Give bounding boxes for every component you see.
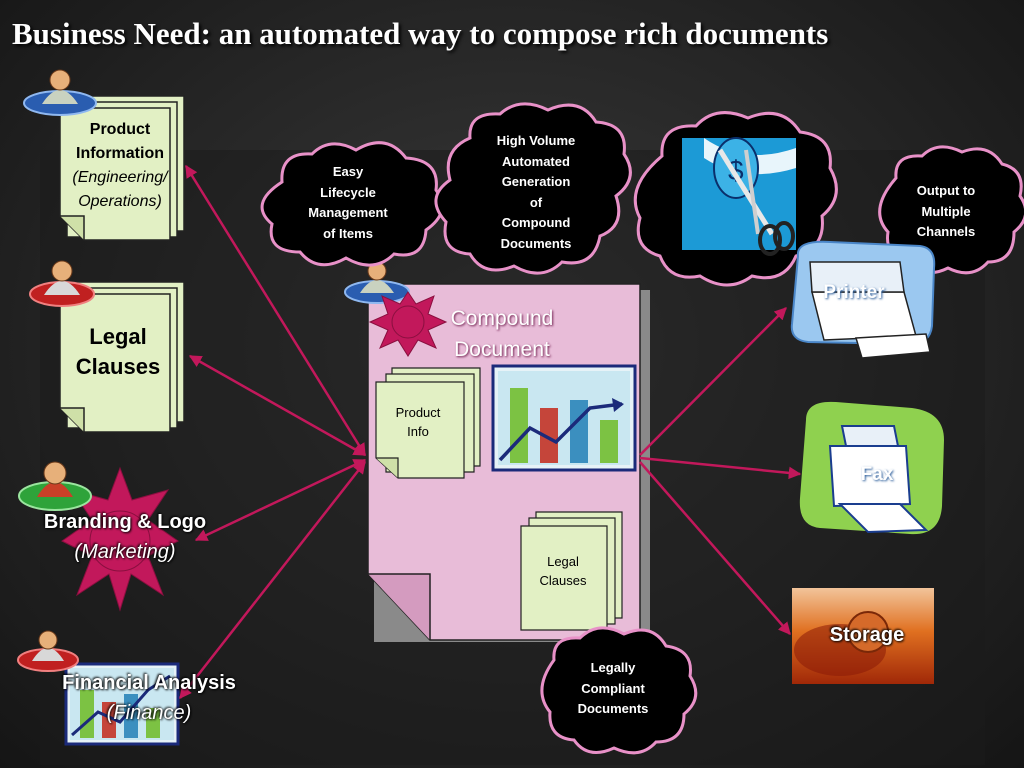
person-icon-product [23, 69, 97, 116]
output-line3: Channels [916, 224, 976, 239]
output-line1: Output to [916, 183, 976, 198]
mini-legal-label: Legal Clauses [522, 552, 604, 590]
legal-note[interactable] [59, 281, 185, 433]
product-info-mini-note[interactable] [375, 367, 481, 479]
product-info-line4: Operations) [78, 193, 162, 210]
cloud-high-volume-label: High Volume Automated Generation of Comp… [476, 131, 596, 255]
legally-line2: Compliant [581, 680, 645, 696]
lifecycle-line4: of Items [323, 225, 373, 241]
person-icon-legal [29, 260, 95, 307]
mini-product-info-label: Product Info [380, 403, 456, 441]
product-info-line1: Product [89, 121, 151, 138]
high-volume-line3: Generation [501, 174, 571, 190]
cloud-high-volume [434, 102, 632, 275]
high-volume-line2: Automated [502, 153, 570, 169]
high-volume-line6: Documents [500, 235, 572, 251]
cloud-lifecycle-label: Easy Lifecycle Management of Items [290, 162, 406, 244]
mini-product-line1: Product [395, 405, 441, 420]
high-volume-line1: High Volume [496, 133, 576, 148]
fax-icon[interactable] [799, 401, 944, 535]
storage-icon[interactable] [792, 588, 934, 684]
connector-arrows [179, 164, 802, 699]
mini-legal-line1: Legal [547, 554, 579, 569]
compound-label-line2: Document [454, 338, 550, 361]
lifecycle-line1: Easy [332, 164, 364, 179]
mini-legal-line2: Clauses [539, 573, 587, 588]
product-info-note[interactable] [59, 95, 185, 241]
arrow-financial [179, 461, 366, 699]
printer-label: Printer [823, 282, 885, 303]
compound-chart[interactable] [491, 364, 637, 472]
arrow-storage [639, 461, 791, 635]
product-info-line3: (Engineering/ [72, 169, 168, 186]
slide-title: Business Need: an automated way to compo… [12, 16, 829, 51]
lifecycle-line3: Management [308, 205, 388, 220]
legal-mini-note[interactable] [520, 511, 623, 631]
cloud-legally-label: Legally Compliant Documents [562, 658, 664, 720]
cloud-legally [540, 626, 698, 755]
legally-line1: Legally [590, 660, 636, 675]
scissors-icon: $ [682, 137, 796, 256]
person-icon-financial [17, 630, 79, 672]
cloud-output-label: Output to Multiple Channels [900, 181, 992, 243]
output-line2: Multiple [921, 203, 971, 219]
high-volume-line5: Compound [501, 215, 571, 231]
product-info-label: Product Information (Engineering/ Operat… [60, 118, 180, 214]
financial-line1: Financial Analysis [62, 672, 236, 694]
financial-line2: (Finance) [106, 702, 192, 724]
compound-label-line1: Compound [450, 307, 554, 330]
arrow-printer [639, 307, 787, 456]
legal-label: Legal Clauses [60, 322, 176, 382]
branding-star-center [89, 510, 151, 572]
arrow-legal [188, 354, 367, 457]
branding-line1: Branding & Logo [43, 511, 207, 533]
arrow-fax [639, 456, 802, 480]
mini-product-line2: Info [407, 424, 429, 439]
person-icon-branding [18, 461, 92, 511]
compound-star-center [391, 305, 425, 339]
legal-line1: Legal [89, 324, 147, 349]
printer-icon[interactable] [790, 240, 936, 359]
high-volume-line4: of [529, 194, 543, 210]
branding-label: Branding & Logo (Marketing) [20, 507, 230, 567]
legally-line3: Documents [577, 701, 649, 716]
legal-line2: Clauses [75, 354, 161, 379]
financial-chart-icon[interactable] [64, 662, 180, 746]
financial-label: Financial Analysis (Finance) [40, 668, 258, 728]
compound-document-label: Compound Document [424, 303, 580, 365]
product-info-line2: Information [76, 145, 164, 162]
fax-label: Fax [860, 464, 894, 485]
lifecycle-line2: Lifecycle [320, 184, 376, 200]
storage-label: Storage [829, 624, 905, 646]
branding-line2: (Marketing) [74, 541, 176, 563]
